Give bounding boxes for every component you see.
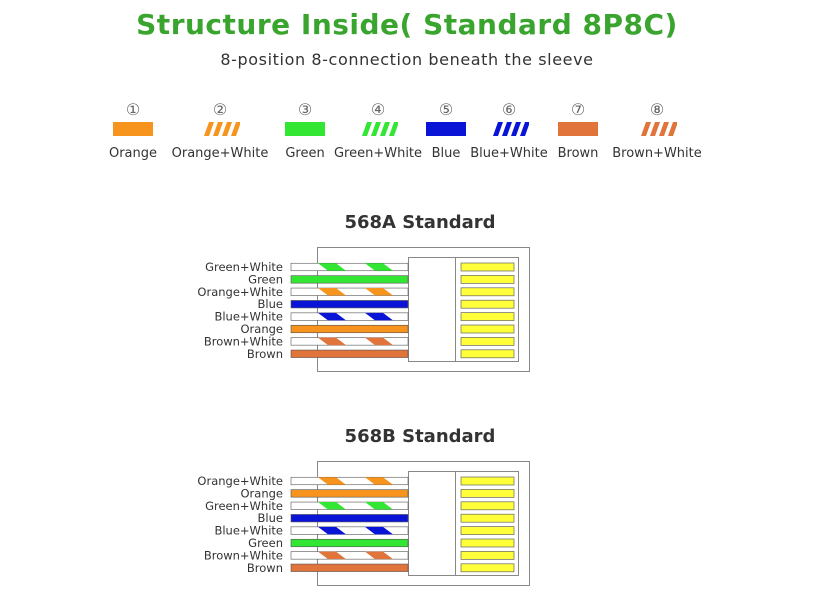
legend-number: ⑧	[649, 100, 665, 119]
contact-pin	[460, 489, 515, 498]
standard-568a-title: 568A Standard	[344, 212, 496, 233]
legend-label: Green	[285, 146, 325, 161]
wire: Brown+White	[204, 334, 409, 348]
legend-swatch	[204, 122, 240, 136]
contact-pin	[460, 312, 515, 321]
wire: Green+White	[205, 499, 409, 513]
contact-pin	[460, 551, 515, 560]
wire: Brown	[247, 347, 409, 361]
legend-swatch	[113, 122, 153, 136]
legend-label: Orange	[108, 146, 158, 161]
connector-568b-diagram: Orange+WhiteOrangeGreen+WhiteBlueBlue+Wh…	[197, 461, 530, 586]
contact-pin	[460, 349, 515, 359]
wire-label: Green+White	[205, 499, 283, 513]
contact-pin	[460, 538, 515, 548]
wire-label: Orange	[241, 322, 284, 336]
wire-label: Blue	[258, 297, 283, 311]
legend-item: ⑧ Brown+White	[597, 100, 717, 161]
contact-pin	[460, 262, 515, 272]
plug-body	[408, 471, 519, 576]
wire: Blue	[258, 297, 409, 311]
legend-swatch	[493, 122, 529, 136]
contact-pin	[460, 513, 515, 523]
legend-item: ⑦ Brown	[518, 100, 638, 161]
legend-label: Blue	[431, 146, 461, 161]
legend-number: ⑦	[570, 100, 586, 119]
wire: Brown+White	[204, 548, 409, 562]
wire-label: Green+White	[205, 260, 283, 274]
wire-label: Blue+White	[214, 524, 283, 538]
wire: Orange	[241, 322, 409, 336]
legend-number: ⑤	[438, 100, 454, 119]
connector-568a-diagram: Green+WhiteGreenOrange+WhiteBlueBlue+Whi…	[197, 247, 530, 372]
legend-swatch	[285, 122, 325, 136]
contact-pin	[460, 324, 515, 334]
wire: Green	[248, 536, 409, 550]
legend-label: Orange+White	[171, 146, 269, 161]
legend-item: ⑥ Blue+White	[449, 100, 569, 161]
legend-number: ①	[125, 100, 141, 119]
wire-label: Brown	[247, 347, 283, 361]
contact-pin	[460, 287, 515, 297]
legend-label: Green+White	[333, 146, 423, 161]
wire: Blue	[258, 511, 409, 525]
wire-label: Orange+White	[197, 285, 283, 299]
legend-item: ③ Green	[245, 100, 365, 161]
wire-label: Orange+White	[197, 474, 283, 488]
contact-pin	[460, 501, 515, 511]
wire-label: Blue+White	[214, 310, 283, 324]
legend-label: Brown+White	[612, 146, 702, 161]
contact-pin	[460, 526, 515, 535]
standard-568b-title: 568B Standard	[344, 426, 496, 447]
plug-body	[408, 257, 519, 362]
legend-item: ⑤ Blue	[386, 100, 506, 161]
page-title: Structure Inside( Standard 8P8C)	[136, 8, 678, 41]
legend-swatch	[558, 122, 598, 136]
legend-label: Blue+White	[470, 146, 548, 161]
wire: Brown	[247, 561, 409, 575]
contact-pin	[460, 275, 515, 284]
wire: Green+White	[205, 260, 409, 274]
legend-swatch	[426, 122, 466, 136]
legend-number: ④	[370, 100, 386, 119]
wire: Blue+White	[214, 524, 409, 538]
wire-label: Brown+White	[204, 548, 283, 562]
contact-pin	[460, 563, 515, 573]
wire: Orange	[241, 486, 409, 500]
wire-label: Brown+White	[204, 334, 283, 348]
wire-label: Orange	[241, 486, 284, 500]
legend-swatch	[641, 122, 677, 136]
page-subtitle: 8-position 8-connection beneath the slee…	[220, 50, 594, 69]
legend-number: ⑥	[501, 100, 517, 119]
legend-item: ② Orange+White	[160, 100, 280, 161]
legend-number: ③	[297, 100, 313, 119]
wire-label: Green	[248, 536, 283, 550]
legend-swatch	[362, 122, 398, 136]
contact-pin	[460, 299, 515, 309]
legend-item: ① Orange	[73, 100, 193, 161]
wire-label: Brown	[247, 561, 283, 575]
wire-label: Blue	[258, 511, 283, 525]
wire: Green	[248, 272, 409, 286]
legend-number: ②	[212, 100, 228, 119]
legend-label: Brown	[557, 146, 599, 161]
contact-pin	[460, 476, 515, 486]
wire: Orange+White	[197, 474, 409, 488]
wire-label: Green	[248, 272, 283, 286]
wire: Orange+White	[197, 285, 409, 299]
wire: Blue+White	[214, 310, 409, 324]
contact-pin	[460, 337, 515, 346]
legend-item: ④ Green+White	[318, 100, 438, 161]
